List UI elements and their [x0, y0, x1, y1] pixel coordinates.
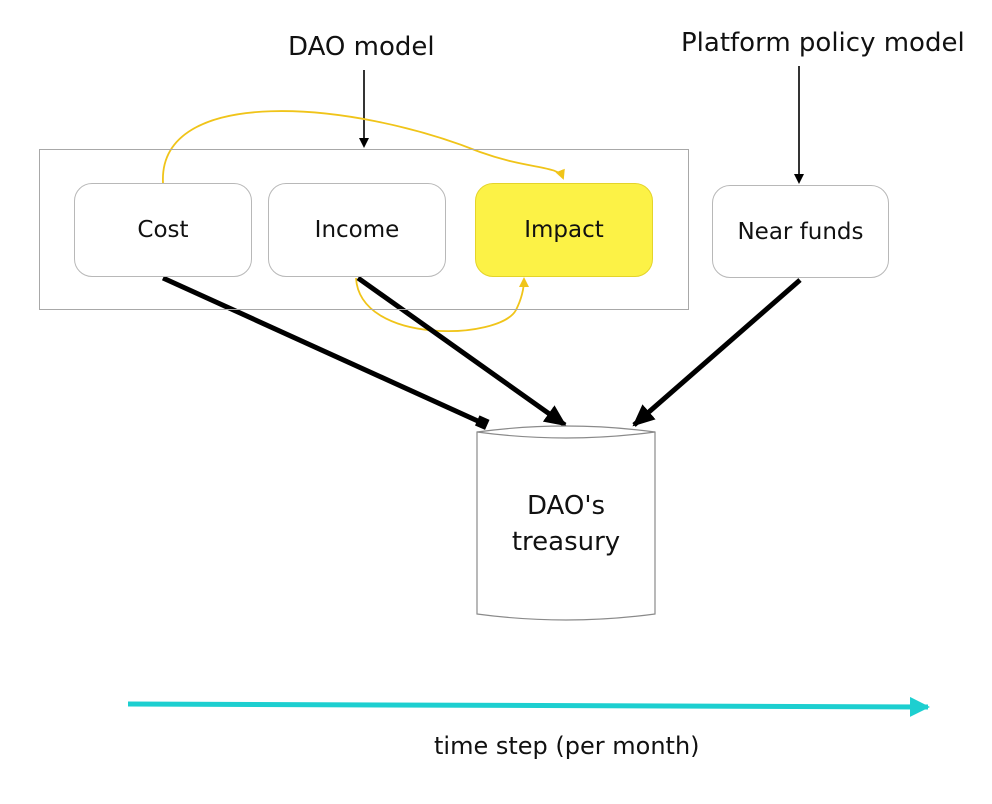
- treasury-label[interactable]: DAO's treasury: [477, 488, 655, 560]
- dao-model-group: [39, 149, 689, 310]
- income-node-label: Income: [314, 217, 400, 243]
- treasury-label-line2: treasury: [511, 527, 621, 557]
- cost-to-treasury-arrow: [161, 275, 482, 425]
- cost-node[interactable]: Cost: [74, 183, 252, 277]
- treasury-label-line1: DAO's: [526, 491, 606, 521]
- dao-model-label: DAO model: [288, 32, 435, 62]
- treasury-cylinder: [476, 425, 656, 621]
- near-funds-to-treasury-arrow: [632, 278, 802, 427]
- impact-node[interactable]: Impact: [475, 183, 653, 277]
- income-node[interactable]: Income: [268, 183, 446, 277]
- income-to-treasury-arrow: [356, 275, 567, 428]
- treasury-cylinder-top: [476, 431, 656, 439]
- impact-node-label: Impact: [524, 217, 604, 243]
- cost-to-treasury-diamond: [474, 415, 490, 430]
- near-funds-node-label: Near funds: [737, 218, 864, 245]
- time-axis-label: time step (per month): [434, 732, 700, 760]
- cost-to-impact-arrow: [162, 110, 565, 184]
- income-to-impact-arrow: [355, 277, 529, 332]
- near-funds-node[interactable]: Near funds: [712, 185, 889, 278]
- cost-node-label: Cost: [137, 217, 189, 243]
- time-axis-arrow: [127, 696, 930, 717]
- platform-policy-model-label: Platform policy model: [681, 28, 965, 58]
